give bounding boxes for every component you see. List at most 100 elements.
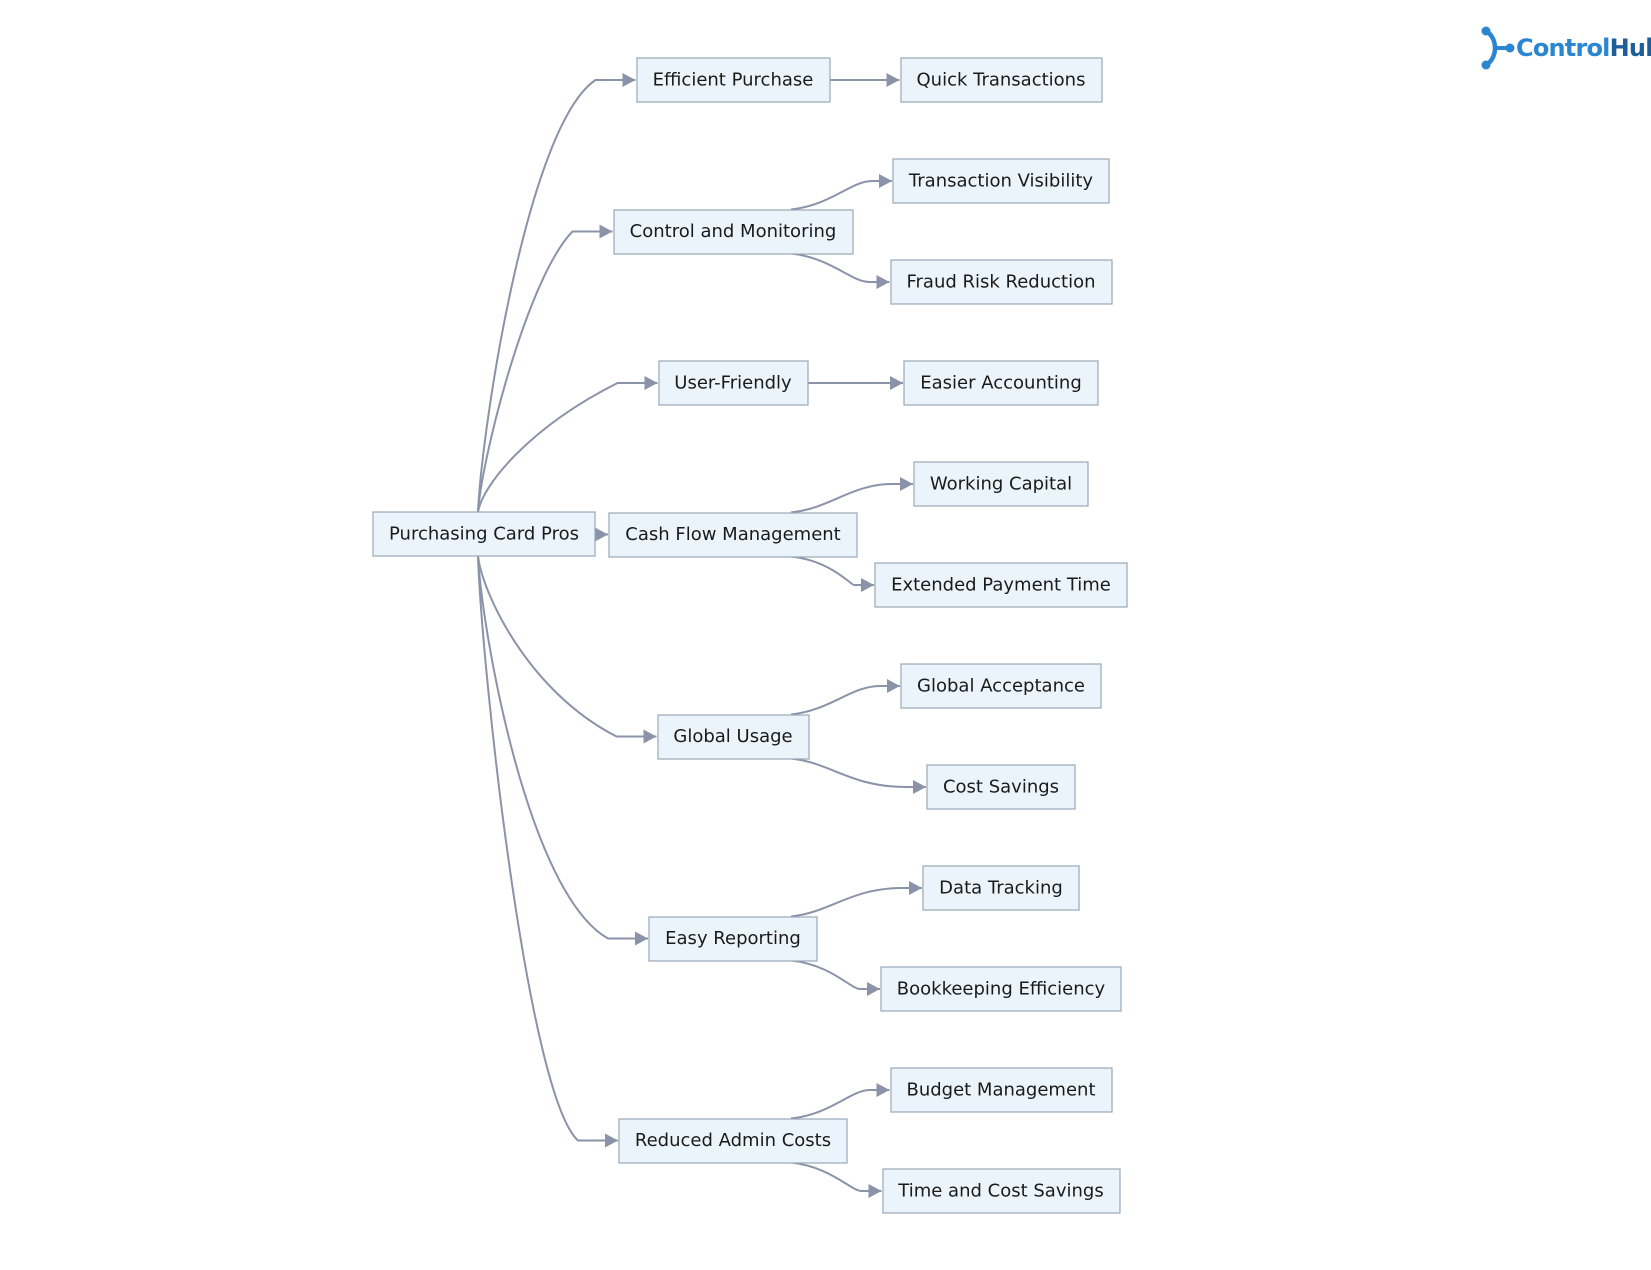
node-label: Global Acceptance [917, 676, 1085, 697]
edge-root-to-global-usage [477, 555, 657, 738]
node-label: Purchasing Card Pros [389, 524, 579, 545]
node-global-acceptance: Global Acceptance [900, 663, 1102, 709]
node-label: Bookkeeping Efficiency [897, 979, 1106, 1000]
edge-root-to-easy-reporting [477, 555, 648, 940]
edge-reduced-admin-costs-to-time-and-cost-savings [790, 1161, 882, 1192]
arrowhead [890, 376, 903, 390]
node-budget-management: Budget Management [890, 1067, 1113, 1113]
arrowhead [595, 527, 608, 542]
arrowhead [867, 982, 880, 996]
node-box [657, 714, 810, 760]
brand-logo: ControlHub [1476, 26, 1651, 70]
node-reduced-admin-costs: Reduced Admin Costs [618, 1118, 848, 1164]
node-easy-reporting: Easy Reporting [648, 916, 818, 962]
node-box [658, 360, 809, 406]
arrowhead [861, 578, 874, 592]
arrowhead [913, 780, 926, 794]
edge-global-usage-to-cost-savings [790, 757, 926, 788]
node-box [913, 461, 1089, 507]
node-label: Transaction Visibility [908, 171, 1093, 192]
node-box [900, 663, 1102, 709]
node-label: User-Friendly [674, 373, 792, 394]
node-user-friendly: User-Friendly [658, 360, 809, 406]
arrowhead [622, 73, 636, 87]
node-box [372, 511, 596, 557]
node-bookkeeping-efficiency: Bookkeeping Efficiency [880, 966, 1122, 1012]
node-box [892, 158, 1110, 204]
node-label: Cash Flow Management [625, 524, 841, 545]
arrowhead [887, 679, 900, 693]
brand-name-part2: Hub [1609, 34, 1651, 62]
edge-cash-flow-management-to-working-capital [790, 483, 913, 514]
node-label: Extended Payment Time [891, 575, 1111, 596]
edge-easy-reporting-to-data-tracking [790, 887, 922, 918]
edge-cash-flow-management-to-extended-payment-time [790, 555, 874, 586]
node-efficient-purchase: Efficient Purchase [636, 57, 831, 103]
node-box [900, 57, 1103, 103]
node-label: Fraud Risk Reduction [906, 272, 1095, 293]
node-label: Cost Savings [943, 777, 1059, 798]
edge-root-to-user-friendly [477, 382, 658, 513]
edge-control-and-monitoring-to-transaction-visibility [790, 180, 892, 211]
node-time-and-cost-savings: Time and Cost Savings [882, 1168, 1121, 1214]
node-cash-flow-management: Cash Flow Management [608, 512, 858, 558]
node-box [903, 360, 1099, 406]
node-label: Efficient Purchase [653, 70, 814, 91]
brand-name-part1: Control [1516, 34, 1610, 62]
arrowhead [876, 275, 890, 289]
node-control-and-monitoring: Control and Monitoring [613, 209, 854, 255]
node-quick-transactions: Quick Transactions [900, 57, 1103, 103]
node-box [618, 1118, 848, 1164]
edge-control-and-monitoring-to-fraud-risk-reduction [790, 252, 890, 283]
node-data-tracking: Data Tracking [922, 865, 1080, 911]
node-box [874, 562, 1128, 608]
arrowhead [886, 73, 900, 87]
arrowhead [644, 376, 658, 390]
node-label: Quick Transactions [917, 70, 1086, 91]
edge-global-usage-to-global-acceptance [790, 685, 900, 716]
node-working-capital: Working Capital [913, 461, 1089, 507]
node-box [922, 865, 1080, 911]
node-box [890, 259, 1113, 305]
arrowhead [879, 174, 892, 188]
node-extended-payment-time: Extended Payment Time [874, 562, 1128, 608]
node-label: Time and Cost Savings [897, 1181, 1103, 1202]
node-purchasing-card-pros: Purchasing Card Pros [372, 511, 596, 557]
network-node-icon [1481, 26, 1515, 70]
arrowhead [868, 1184, 882, 1198]
arrowhead [900, 477, 913, 491]
nodes-layer: Purchasing Card Pros Efficient Purchase Qu… [372, 57, 1128, 1214]
node-box [882, 1168, 1121, 1214]
arrowhead [635, 931, 648, 946]
arrowhead [909, 881, 922, 895]
node-label: Data Tracking [939, 878, 1063, 899]
node-label: Control and Monitoring [630, 221, 837, 242]
node-easier-accounting: Easier Accounting [903, 360, 1099, 406]
brand-name: ControlHub [1516, 34, 1651, 62]
arrowhead [643, 729, 657, 744]
node-label: Working Capital [930, 474, 1072, 495]
node-box [880, 966, 1122, 1012]
node-transaction-visibility: Transaction Visibility [892, 158, 1110, 204]
arrowhead [876, 1083, 890, 1097]
node-cost-savings: Cost Savings [926, 764, 1076, 810]
node-box [608, 512, 858, 558]
edges-layer [477, 73, 926, 1198]
edge-root-to-reduced-admin-costs [477, 555, 618, 1142]
node-label: Easier Accounting [920, 373, 1082, 394]
node-box [890, 1067, 1113, 1113]
edge-root-to-efficient-purchase [477, 79, 636, 513]
node-label: Budget Management [906, 1080, 1095, 1101]
node-fraud-risk-reduction: Fraud Risk Reduction [890, 259, 1113, 305]
node-label: Easy Reporting [665, 928, 801, 949]
node-box [613, 209, 854, 255]
node-label: Reduced Admin Costs [635, 1130, 831, 1151]
node-label: Global Usage [673, 726, 792, 747]
edge-root-to-control-and-monitoring [477, 230, 613, 513]
node-global-usage: Global Usage [657, 714, 810, 760]
edge-reduced-admin-costs-to-budget-management [790, 1089, 890, 1120]
edge-easy-reporting-to-bookkeeping-efficiency [790, 959, 880, 990]
node-box [636, 57, 831, 103]
node-box [926, 764, 1076, 810]
